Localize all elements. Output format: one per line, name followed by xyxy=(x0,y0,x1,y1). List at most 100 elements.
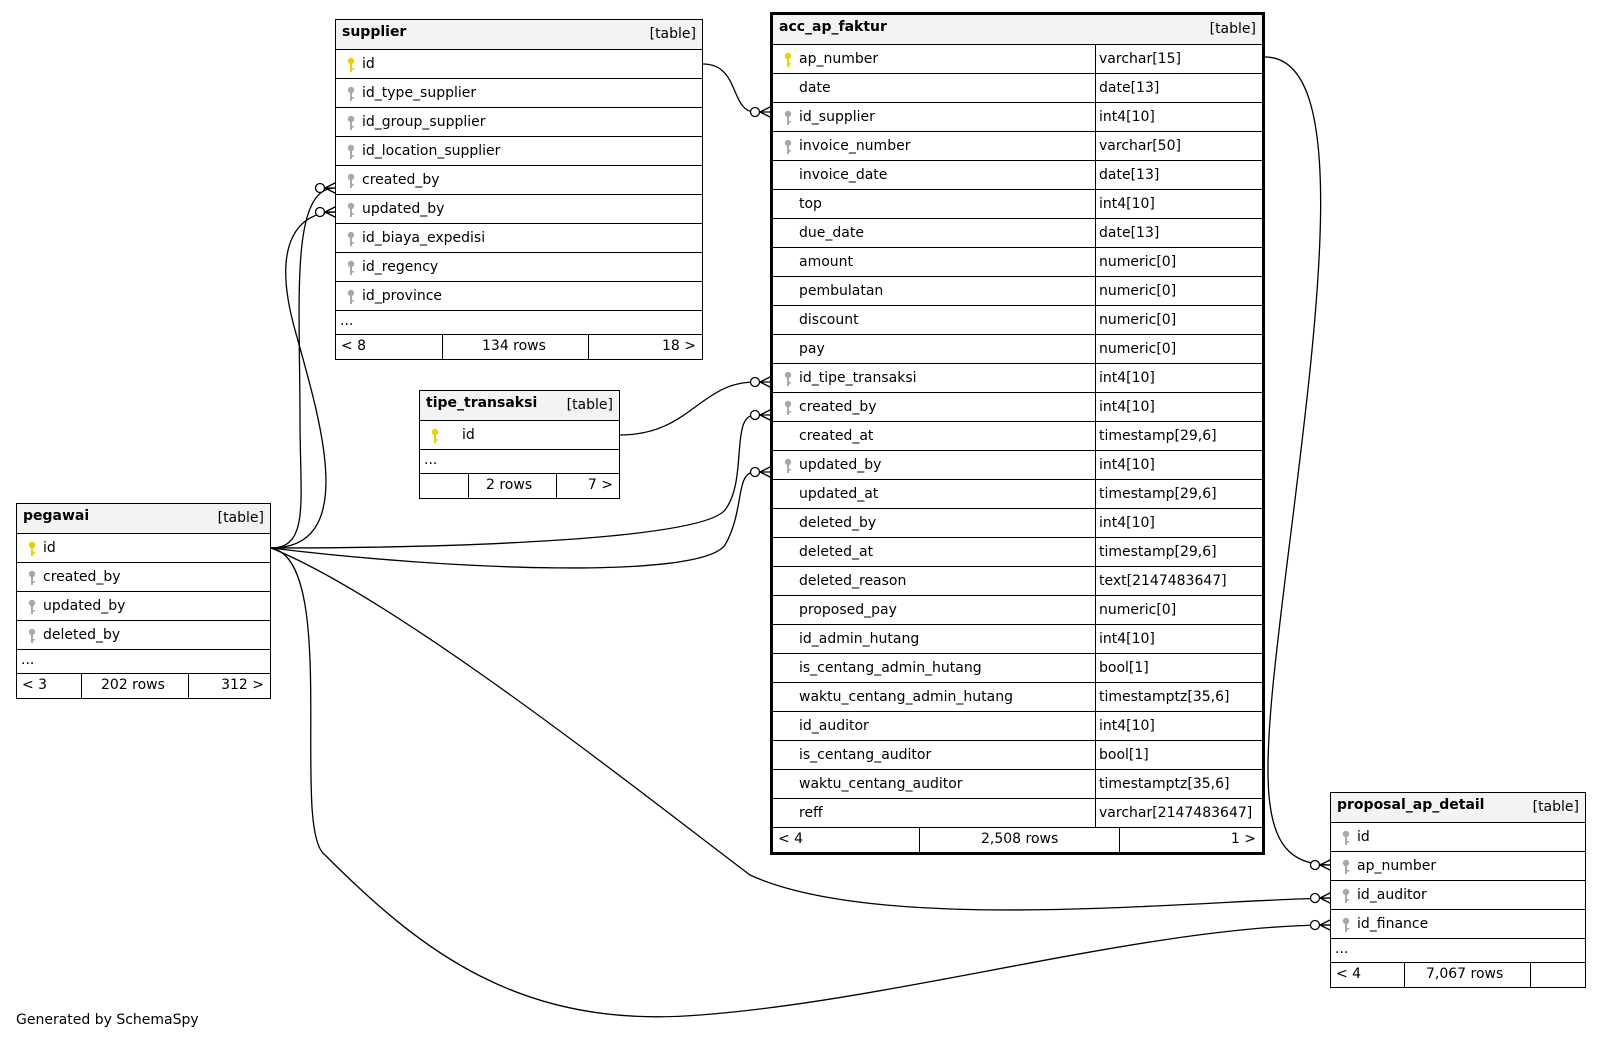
column-row[interactable]: id xyxy=(17,534,270,563)
foreign-key-icon xyxy=(783,400,793,416)
column-name: created_by xyxy=(799,399,877,415)
table-footer: < 8 134 rows 18 > xyxy=(336,335,702,359)
children-count[interactable]: 18 > xyxy=(662,338,696,354)
column-row[interactable]: id_regency xyxy=(336,253,702,282)
children-count[interactable]: 312 > xyxy=(221,677,264,693)
column-row[interactable]: id_biaya_expedisi xyxy=(336,224,702,253)
column-name: discount xyxy=(799,312,859,328)
table-header: supplier [table] xyxy=(336,20,702,50)
row-count: 2 rows xyxy=(486,477,533,493)
column-row[interactable]: id_auditor xyxy=(1331,881,1585,910)
edge-end-marker xyxy=(749,466,761,478)
row-count: 7,067 rows xyxy=(1426,966,1504,982)
more-columns: ... xyxy=(17,650,270,674)
foreign-key-icon xyxy=(783,110,793,126)
column-row[interactable]: id_location_supplier xyxy=(336,137,702,166)
column-name: deleted_at xyxy=(799,544,874,560)
column-name: created_at xyxy=(799,428,874,444)
column-row[interactable]: ap_number xyxy=(1331,852,1585,881)
column-row[interactable]: id xyxy=(420,421,619,450)
table-kind: [table] xyxy=(217,510,264,526)
foreign-key-icon xyxy=(1341,888,1351,904)
column-row[interactable]: id_supplier int4[10] xyxy=(773,103,1262,132)
table-header: proposal_ap_detail [table] xyxy=(1331,793,1585,823)
column-type: int4[10] xyxy=(1099,457,1155,473)
column-row[interactable]: id_group_supplier xyxy=(336,108,702,137)
column-name: updated_at xyxy=(799,486,879,502)
column-type: bool[1] xyxy=(1099,660,1149,676)
column-row[interactable]: id xyxy=(1331,823,1585,852)
column-row[interactable]: id_finance xyxy=(1331,910,1585,939)
column-row[interactable]: updated_at timestamp[29,6] xyxy=(773,480,1262,509)
children-count[interactable]: 7 > xyxy=(587,477,613,493)
column-name: top xyxy=(799,196,822,212)
foreign-key-icon xyxy=(346,173,356,189)
column-name: id_finance xyxy=(1357,916,1429,932)
column-name: invoice_date xyxy=(799,167,888,183)
edge-pegawai-supplier-created-by xyxy=(270,187,336,549)
column-row[interactable]: id_province xyxy=(336,282,702,311)
column-row[interactable]: deleted_by xyxy=(17,621,270,650)
parents-count[interactable]: < 3 xyxy=(22,677,48,693)
column-row[interactable]: updated_by xyxy=(17,592,270,621)
column-type: timestamp[29,6] xyxy=(1099,486,1217,502)
table-header: acc_ap_faktur [table] xyxy=(773,15,1262,45)
children-count[interactable]: 1 > xyxy=(1230,831,1256,847)
column-type: int4[10] xyxy=(1099,515,1155,531)
column-name: is_centang_auditor xyxy=(799,747,932,763)
column-row[interactable]: id_type_supplier xyxy=(336,79,702,108)
parents-count[interactable]: < 4 xyxy=(1336,966,1362,982)
column-name: id_biaya_expedisi xyxy=(362,230,486,246)
more-columns: ... xyxy=(336,311,702,335)
column-row[interactable]: updated_by xyxy=(336,195,702,224)
parents-count[interactable]: < 8 xyxy=(341,338,367,354)
foreign-key-icon xyxy=(346,231,356,247)
column-name: id_supplier xyxy=(799,109,875,125)
column-type: numeric[0] xyxy=(1099,602,1177,618)
parents-count[interactable]: < 4 xyxy=(778,831,804,847)
column-name: waktu_centang_admin_hutang xyxy=(799,689,1013,705)
column-type: date[13] xyxy=(1099,80,1160,96)
table-tipe-transaksi[interactable]: tipe_transaksi [table] id ... 2 rows 7 > xyxy=(419,390,620,499)
column-type: varchar[15] xyxy=(1099,51,1181,67)
column-name: id xyxy=(462,427,475,443)
column-name: updated_by xyxy=(43,598,126,614)
column-row[interactable]: created_by xyxy=(336,166,702,195)
column-row[interactable]: created_by xyxy=(17,563,270,592)
column-type: int4[10] xyxy=(1099,109,1155,125)
foreign-key-icon xyxy=(1341,830,1351,846)
column-name: amount xyxy=(799,254,854,270)
column-row[interactable]: id xyxy=(336,50,702,79)
foreign-key-icon xyxy=(1341,859,1351,875)
